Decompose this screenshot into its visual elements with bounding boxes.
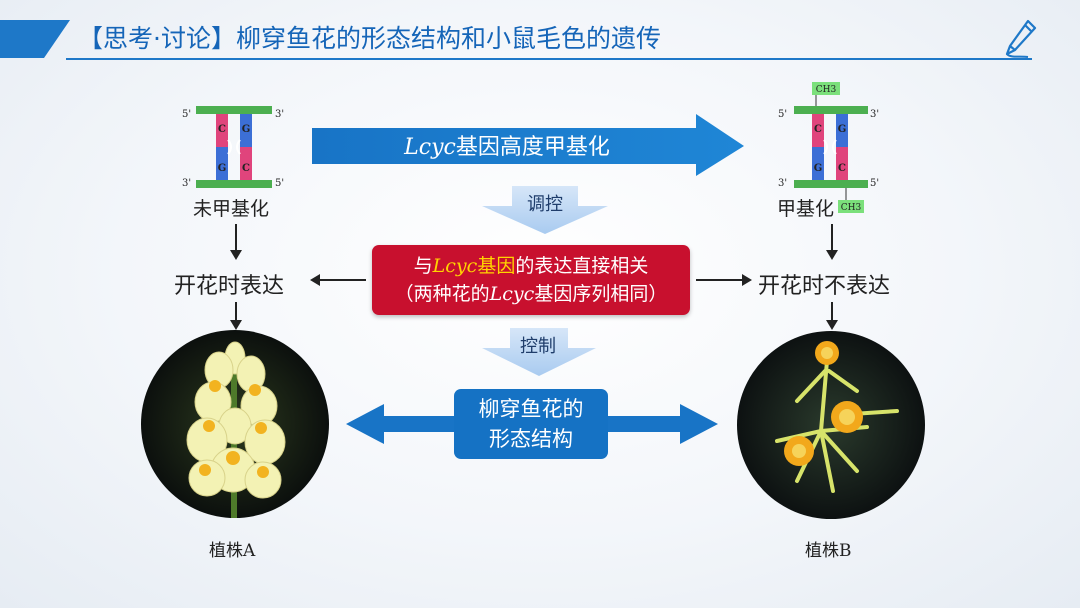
header-underline [66, 58, 1032, 60]
down-arrow-right-bottom [826, 302, 838, 330]
base-label: C [242, 163, 250, 174]
dna-strand-top [794, 106, 868, 114]
base-label: G [242, 124, 251, 135]
dna-unmethylated-diagram: C G G C 5' 3' 3' 5' [182, 106, 284, 189]
regulate-label: 调控 [527, 194, 563, 215]
base-label: C [218, 124, 226, 135]
control-label: 控制 [520, 336, 556, 357]
red-box-line2: （两种花的Lcyc基因序列相同） [394, 283, 668, 305]
methyl-tag-top [812, 82, 840, 95]
right-expression-label: 开花时不表达 [758, 274, 891, 299]
dna-end-label: 3' [275, 109, 284, 120]
dna-end-label: 3' [778, 178, 787, 189]
plant-b-label: 植株B [805, 541, 852, 561]
down-arrow-left-top [230, 224, 242, 260]
base-label: G [814, 163, 823, 174]
header-accent-bar [0, 20, 44, 58]
methyl-label: CH3 [841, 203, 862, 213]
methylated-caption: 甲基化 [777, 198, 835, 220]
gene-name-italic: Lcyc [489, 283, 535, 305]
dna-strand-bottom [196, 180, 272, 188]
regulate-chevron [482, 186, 608, 234]
right-pointing-arrow [696, 274, 752, 286]
down-arrow-right-top [826, 224, 838, 260]
dna-end-label: 3' [182, 178, 191, 189]
morphology-box-line1: 柳穿鱼花的 [478, 397, 584, 421]
base-g [812, 147, 824, 180]
dna-strand-top [196, 106, 272, 114]
dna-end-label: 5' [870, 178, 879, 189]
red-box-line1: 与Lcyc基因的表达直接相关 [413, 255, 649, 277]
base-c [216, 114, 228, 147]
base-label: C [838, 163, 846, 174]
base-label: G [218, 163, 227, 174]
methyl-tag-bottom [838, 200, 864, 213]
base-c [240, 147, 252, 180]
plant-a-label: 植株A [209, 541, 256, 561]
base-g [240, 114, 252, 147]
dna-end-label: 3' [870, 109, 879, 120]
control-chevron [482, 328, 596, 376]
gene-name-italic: Lcyc [432, 255, 478, 277]
expression-relation-box: 与Lcyc基因的表达直接相关 （两种花的Lcyc基因序列相同） [372, 245, 690, 315]
big-arrow-text: 基因高度甲基化 [455, 135, 610, 160]
flower-b-image [737, 331, 925, 519]
base-g [216, 147, 228, 180]
left-expression-label: 开花时表达 [174, 274, 285, 299]
pen-icon [1005, 19, 1037, 58]
gene-name-italic: Lcyc [404, 135, 456, 160]
base-label: C [814, 124, 822, 135]
left-pointing-arrow [310, 274, 366, 286]
header-accent-slant [44, 20, 70, 58]
base-g [836, 114, 848, 147]
base-c [812, 114, 824, 147]
base-c [836, 147, 848, 180]
morphology-box-line2: 形态结构 [489, 427, 573, 451]
big-right-arrow [312, 114, 744, 176]
unmethylated-caption: 未甲基化 [193, 198, 270, 220]
dna-end-label: 5' [778, 109, 787, 120]
down-arrow-left-bottom [230, 302, 242, 330]
page-title: 【思考·讨论】柳穿鱼花的形态结构和小鼠毛色的遗传 [78, 24, 661, 53]
methyl-label: CH3 [816, 85, 837, 95]
dna-end-label: 5' [182, 109, 191, 120]
dna-end-label: 5' [275, 178, 284, 189]
flower-a-image [141, 330, 329, 518]
dna-strand-bottom [794, 180, 868, 188]
base-label: G [838, 124, 847, 135]
big-arrow-label: Lcyc基因高度甲基化 [312, 128, 702, 168]
morphology-box: 柳穿鱼花的 形态结构 [454, 389, 608, 459]
dna-methylated-diagram: CH3 C G G C 5' 3' 3' 5' CH3 [778, 82, 879, 213]
